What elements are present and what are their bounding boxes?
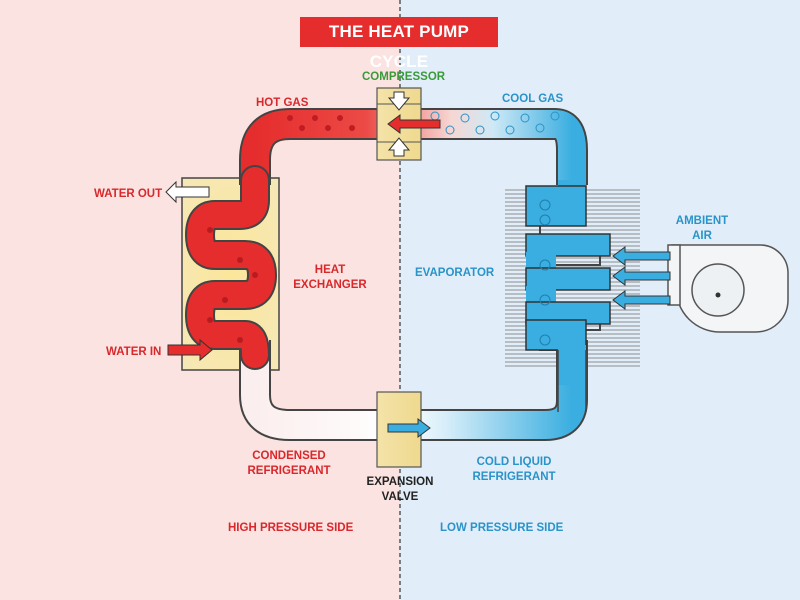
- cool-gas-label: COOL GAS: [502, 93, 564, 105]
- water-in-label: WATER IN: [106, 346, 162, 358]
- low-pressure-side-label: LOW PRESSURE SIDE: [440, 522, 564, 534]
- evaporator-coil: [525, 185, 611, 412]
- cold-liquid-refrigerant-label-line-1: COLD LIQUID: [476, 456, 552, 468]
- heat-exchanger-label-line-1: HEAT: [314, 264, 346, 276]
- evaporator-label: EVAPORATOR: [415, 267, 495, 279]
- diagram-title: THE HEAT PUMP CYCLE: [300, 17, 498, 71]
- expansion-valve-label-line-2: VALVE: [381, 491, 419, 503]
- fan-unit: [667, 244, 789, 333]
- water-out-arrow: [165, 180, 210, 204]
- condensed-refrigerant-label-line-1: CONDENSED: [252, 450, 326, 462]
- water-in-arrow: [167, 338, 213, 362]
- cold-liquid-refrigerant-label: COLD LIQUID REFRIGERANT: [466, 455, 562, 485]
- expansion-valve-label-line-1: EXPANSION: [366, 476, 434, 488]
- compressor-label: COMPRESSOR: [362, 71, 446, 83]
- ambient-air-label: AMBIENT AIR: [672, 214, 732, 244]
- condensed-refrigerant-label-line-2: REFRIGERANT: [247, 465, 331, 477]
- expansion-valve-label: EXPANSION VALVE: [358, 475, 442, 505]
- ambient-air-label-line-2: AIR: [692, 230, 712, 242]
- ambient-air-label-line-1: AMBIENT: [675, 215, 729, 227]
- cold-liquid-refrigerant-label-line-2: REFRIGERANT: [472, 471, 556, 483]
- high-pressure-side-label: HIGH PRESSURE SIDE: [228, 522, 354, 534]
- heat-exchanger-label: HEAT EXCHANGER: [290, 263, 370, 293]
- water-out-label: WATER OUT: [94, 188, 163, 200]
- heat-exchanger-coil: [185, 165, 277, 370]
- expansion-flow-arrow: [387, 418, 431, 438]
- hot-gas-label: HOT GAS: [256, 97, 309, 109]
- ambient-air-arrows: [612, 246, 671, 310]
- compressor-flow-arrow: [387, 114, 441, 134]
- condensed-refrigerant-label: CONDENSED REFRIGERANT: [244, 449, 334, 479]
- heat-exchanger-label-line-2: EXCHANGER: [293, 279, 367, 291]
